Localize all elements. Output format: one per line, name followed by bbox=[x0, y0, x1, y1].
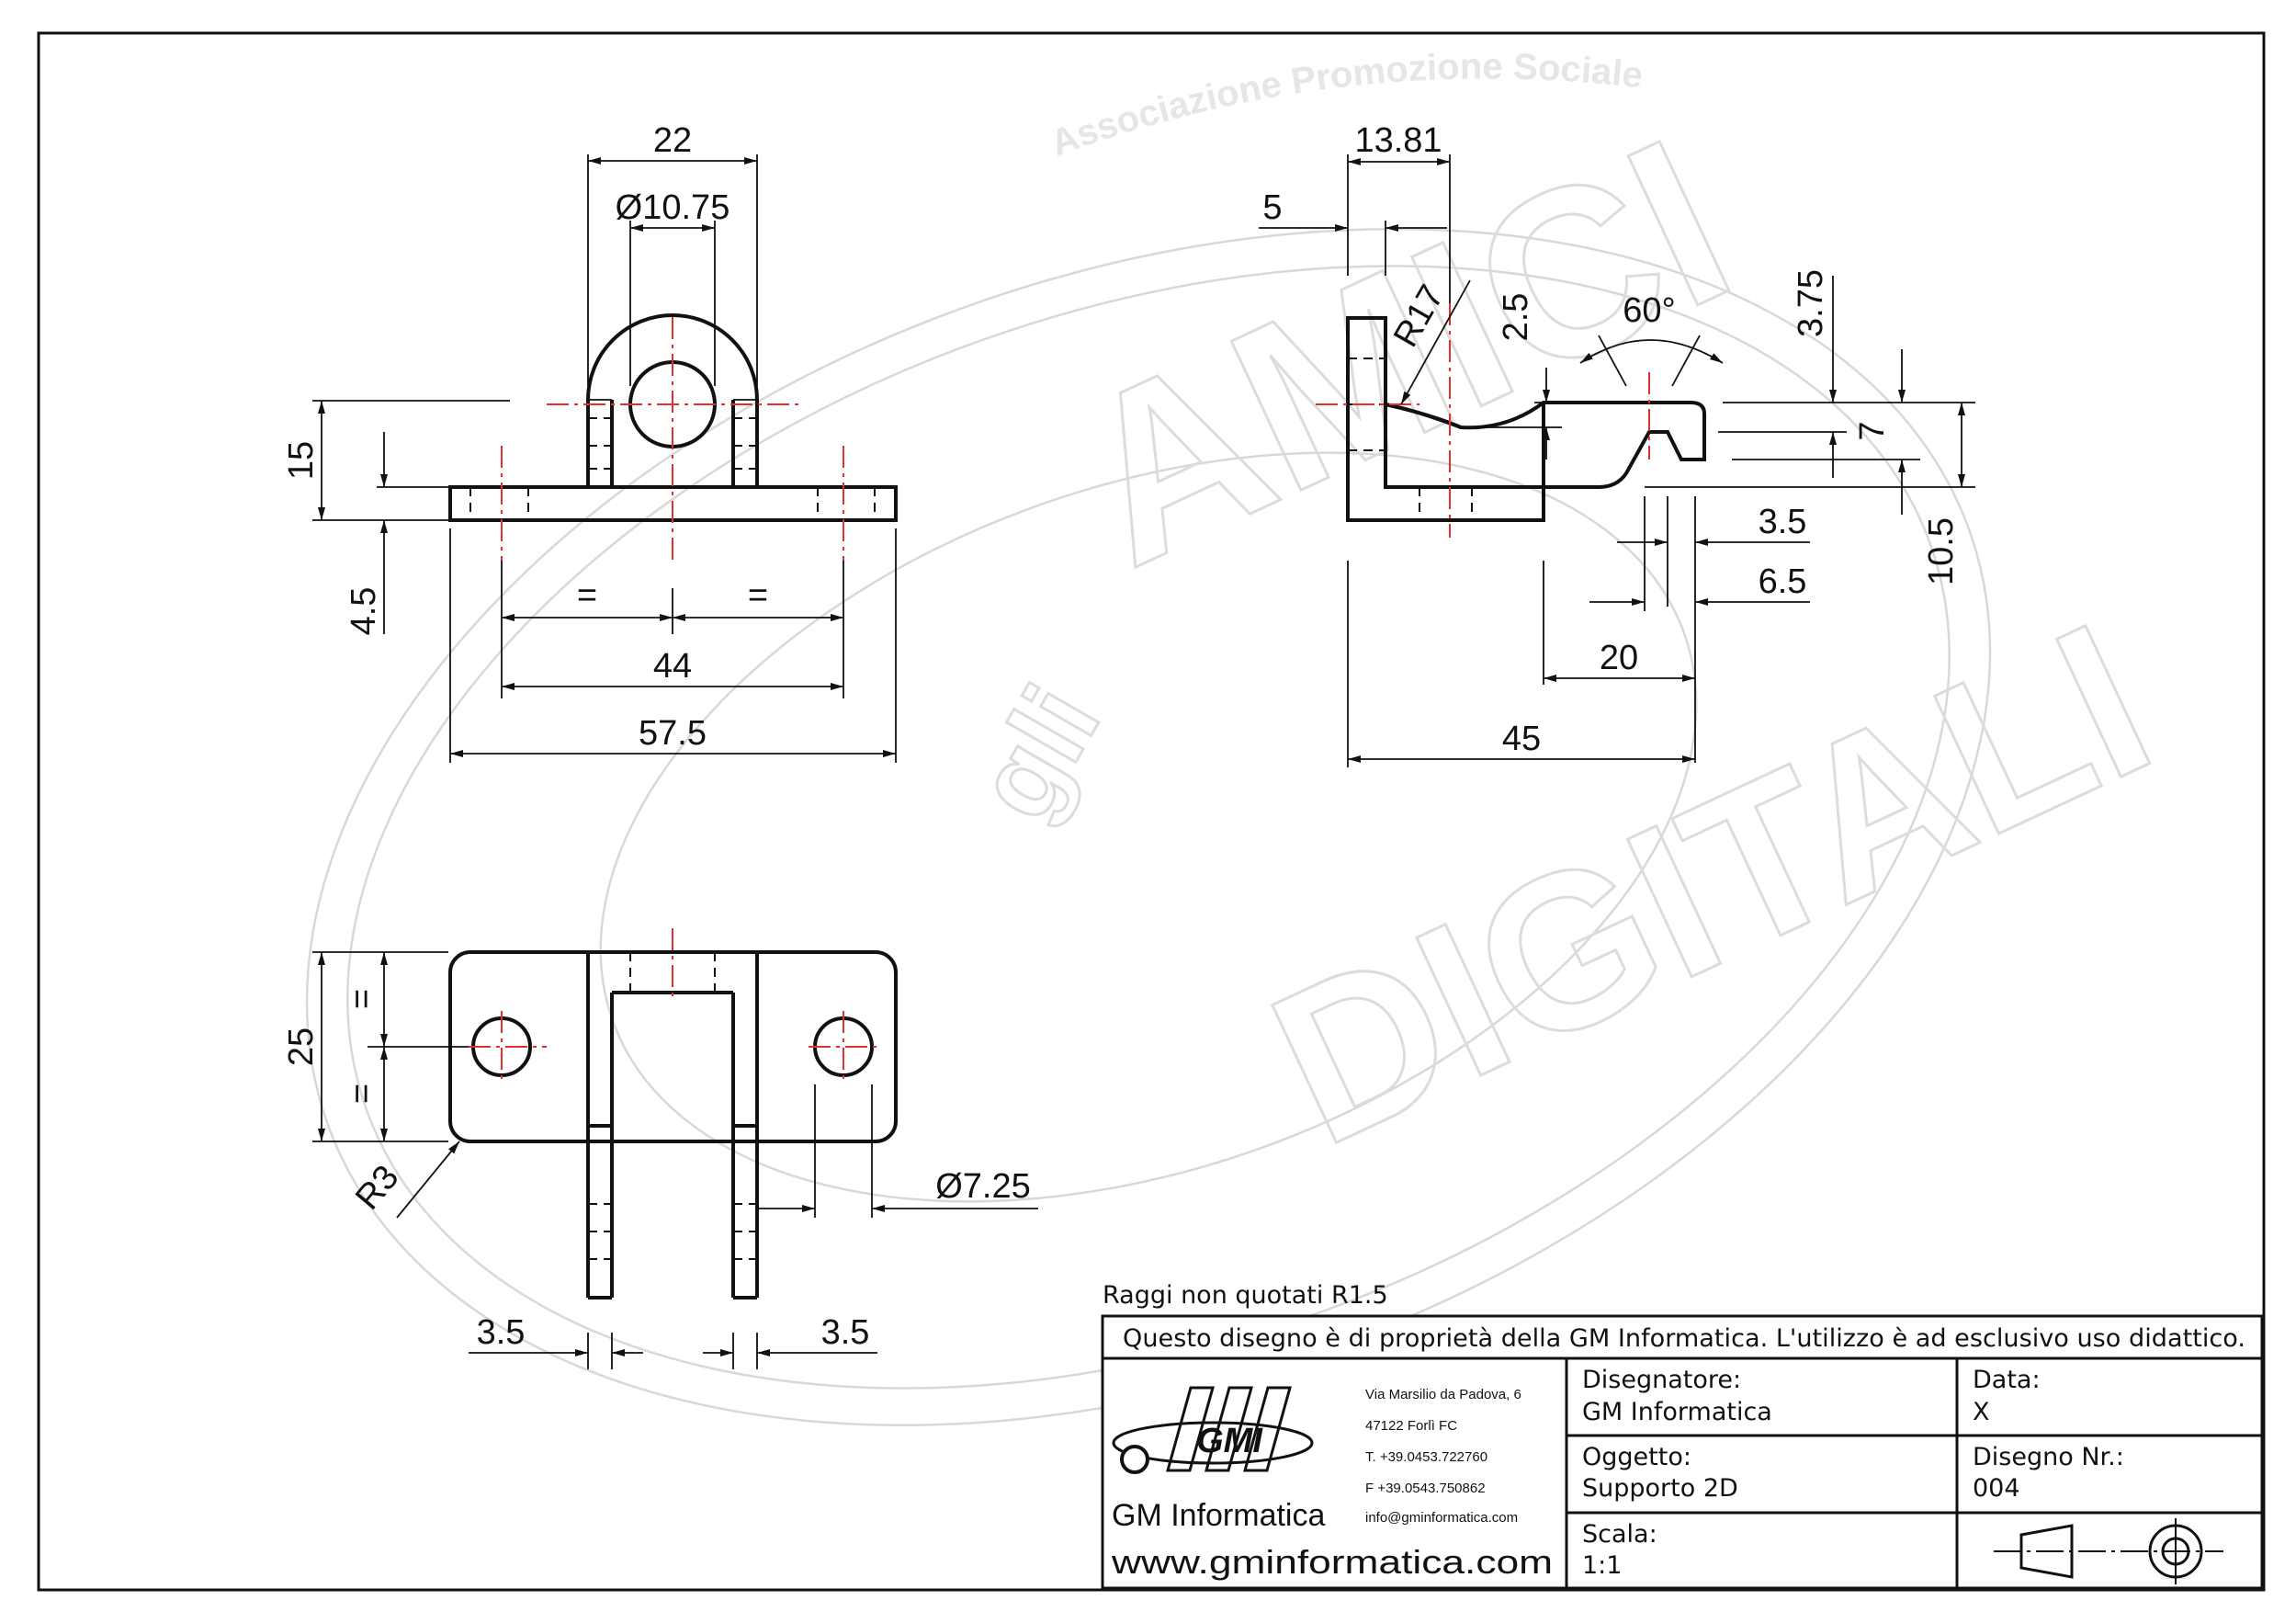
drafter-value: GM Informatica bbox=[1582, 1398, 1772, 1426]
front-view: 22 Ø10.75 15 4.5 = = 44 57.5 bbox=[282, 121, 898, 763]
dim-front-base-4-5: 4.5 bbox=[345, 587, 383, 636]
phone-number: T. +39.0453.722760 bbox=[1365, 1449, 1487, 1465]
watermark-word-mid: gli bbox=[952, 666, 1123, 839]
dim-front-height-15: 15 bbox=[282, 441, 321, 480]
watermark-word-top: AMICI bbox=[1039, 89, 1765, 617]
dim-side-20: 20 bbox=[1600, 639, 1638, 677]
dim-front-equal-right: = bbox=[748, 576, 768, 615]
dim-top-hole-diameter: Ø7.25 bbox=[935, 1167, 1031, 1206]
scale-value: 1:1 bbox=[1582, 1551, 1622, 1580]
dim-top-corner-radius: R3 bbox=[348, 1158, 406, 1217]
dim-front-width-22: 22 bbox=[653, 121, 692, 160]
dim-side-3-75: 3.75 bbox=[1792, 269, 1830, 337]
unspecified-radii-note: Raggi non quotati R1.5 bbox=[1103, 1281, 1388, 1310]
dim-side-45: 45 bbox=[1502, 720, 1541, 758]
dim-top-equal-upper: = bbox=[343, 989, 381, 1009]
dim-top-lug-right: 3.5 bbox=[821, 1313, 870, 1352]
dim-side-3-5: 3.5 bbox=[1759, 503, 1807, 541]
top-view: 25 = = R3 Ø7.25 3.5 3.5 bbox=[282, 928, 1038, 1369]
fax-number: F +39.0543.750862 bbox=[1365, 1481, 1486, 1496]
date-value: X bbox=[1973, 1398, 1990, 1426]
logo-text: GMI bbox=[1196, 1422, 1263, 1460]
dim-front-hole-spacing: 44 bbox=[653, 647, 692, 686]
title-block: Questo disegno è di proprietà della GM I… bbox=[1101, 1314, 2264, 1590]
address-line-1: Via Marsilio da Padova, 6 bbox=[1365, 1387, 1521, 1402]
dim-side-5: 5 bbox=[1262, 188, 1282, 227]
drawing-number-label: Disegno Nr.: bbox=[1973, 1443, 2124, 1471]
dim-top-depth-25: 25 bbox=[282, 1027, 321, 1066]
dim-top-lug-left: 3.5 bbox=[477, 1313, 526, 1352]
email-address: info@gminformatica.com bbox=[1365, 1510, 1518, 1526]
gmi-logo: GMI bbox=[1112, 1386, 1314, 1474]
watermark-word-bottom: DIGITALI bbox=[1238, 576, 2182, 1191]
ownership-statement: Questo disegno è di proprietà della GM I… bbox=[1123, 1324, 2245, 1353]
dim-top-equal-lower: = bbox=[343, 1084, 381, 1104]
dim-front-total-width: 57.5 bbox=[639, 714, 707, 753]
object-value: Supporto 2D bbox=[1582, 1474, 1738, 1503]
drawing-number-value: 004 bbox=[1973, 1474, 2020, 1503]
dim-side-2-5: 2.5 bbox=[1497, 293, 1535, 342]
company-website: www.gminformatica.com bbox=[1111, 1543, 1553, 1581]
side-view: 13.81 5 R17 2.5 60° 3.75 7 10.5 bbox=[1259, 121, 1975, 767]
dim-side-10-5: 10.5 bbox=[1922, 517, 1961, 585]
dim-side-6-5: 6.5 bbox=[1759, 562, 1807, 601]
sheet-border bbox=[37, 31, 2266, 1592]
company-name: GM Informatica bbox=[1112, 1498, 1325, 1533]
dim-side-angle: 60° bbox=[1623, 291, 1675, 330]
date-label: Data: bbox=[1973, 1366, 2041, 1394]
drafter-label: Disegnatore: bbox=[1582, 1366, 1741, 1394]
dim-front-hole-diameter: Ø10.75 bbox=[616, 188, 730, 227]
scale-label: Scala: bbox=[1582, 1520, 1657, 1549]
dim-side-13-81: 13.81 bbox=[1354, 121, 1442, 160]
address-line-2: 47122 Forlì FC bbox=[1365, 1418, 1457, 1434]
dim-side-7: 7 bbox=[1853, 421, 1892, 440]
object-label: Oggetto: bbox=[1582, 1443, 1691, 1471]
projection-symbol-icon bbox=[1994, 1518, 2223, 1584]
dim-front-equal-left: = bbox=[577, 576, 597, 615]
